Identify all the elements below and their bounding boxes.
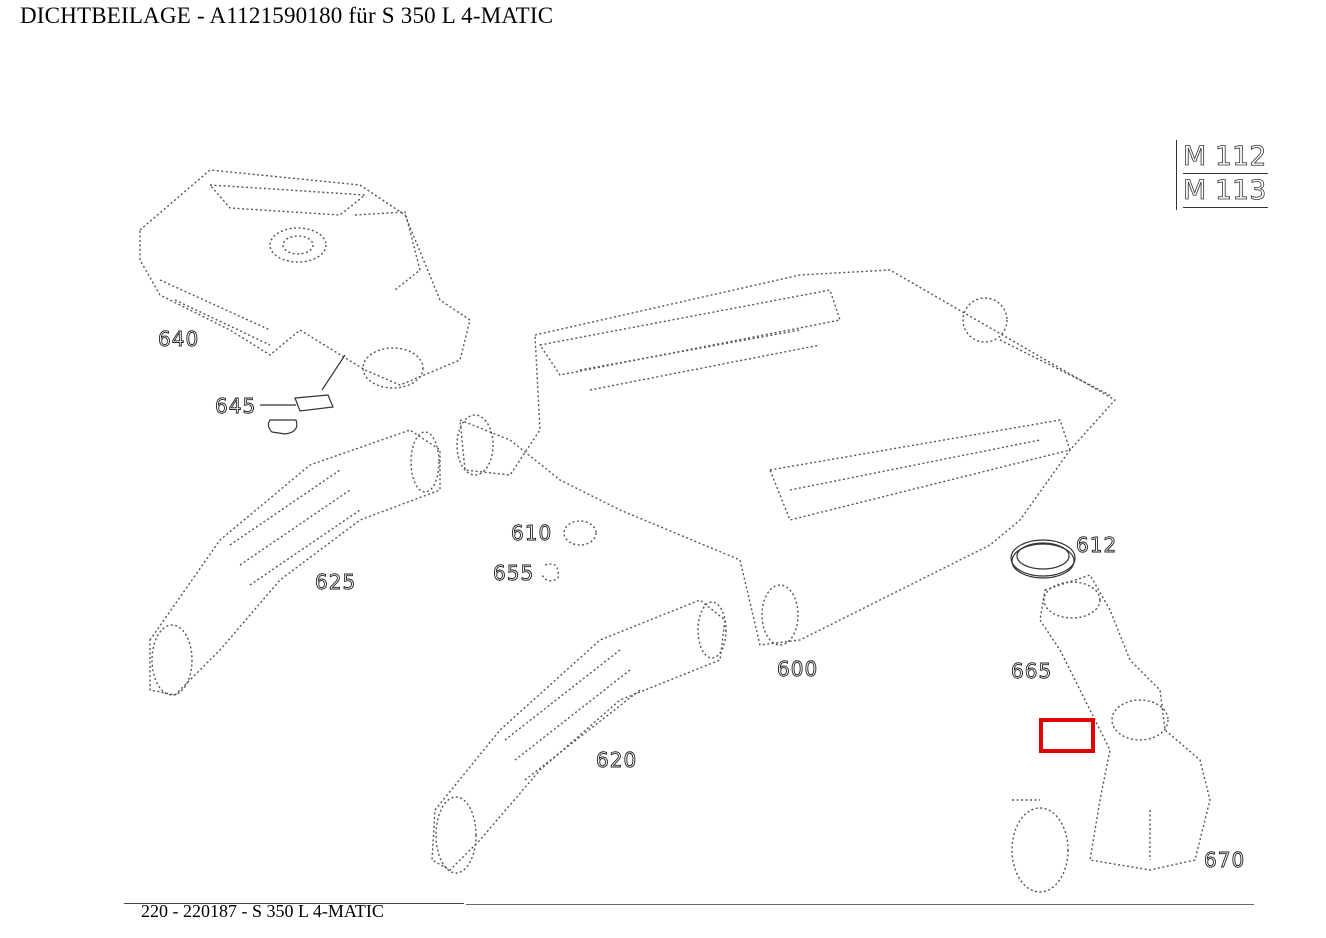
callout-612[interactable]: 612 xyxy=(1076,533,1117,558)
page-title: DICHTBEILAGE - A1121590180 für S 350 L 4… xyxy=(20,3,554,28)
callout-665[interactable]: 665 xyxy=(1011,659,1052,684)
seal-ring-612-drawing[interactable] xyxy=(1010,539,1076,579)
callout-625[interactable]: 625 xyxy=(315,570,356,595)
intake-hose-625-drawing[interactable] xyxy=(149,429,441,696)
callout-640[interactable]: 640 xyxy=(158,327,199,352)
air-mass-sensor-drawing[interactable] xyxy=(1011,574,1211,893)
callout-620[interactable]: 620 xyxy=(596,748,637,773)
footer-divider-right xyxy=(466,904,1254,905)
callout-600[interactable]: 600 xyxy=(777,657,818,682)
engine-code-m113: M 113 xyxy=(1183,175,1268,208)
intake-manifold-600-drawing[interactable] xyxy=(456,269,1117,646)
callout-610[interactable]: 610 xyxy=(511,521,552,546)
callout-670[interactable]: 670 xyxy=(1204,848,1245,873)
footer-caption: 220 - 220187 - S 350 L 4-MATIC xyxy=(141,901,384,921)
intake-hose-620-drawing[interactable] xyxy=(431,599,727,874)
engine-code-box: M 112 M 113 xyxy=(1176,140,1268,210)
air-filter-housing-drawing[interactable] xyxy=(139,169,471,389)
clip-part-drawing[interactable] xyxy=(260,354,346,435)
callout-645[interactable]: 645 xyxy=(215,394,256,419)
footer-divider-left xyxy=(124,903,464,904)
small-parts-610-655-drawing[interactable] xyxy=(541,520,597,582)
selected-part-highlight[interactable] xyxy=(1039,718,1095,753)
callout-655[interactable]: 655 xyxy=(493,561,534,586)
engine-code-m112: M 112 xyxy=(1183,141,1268,174)
